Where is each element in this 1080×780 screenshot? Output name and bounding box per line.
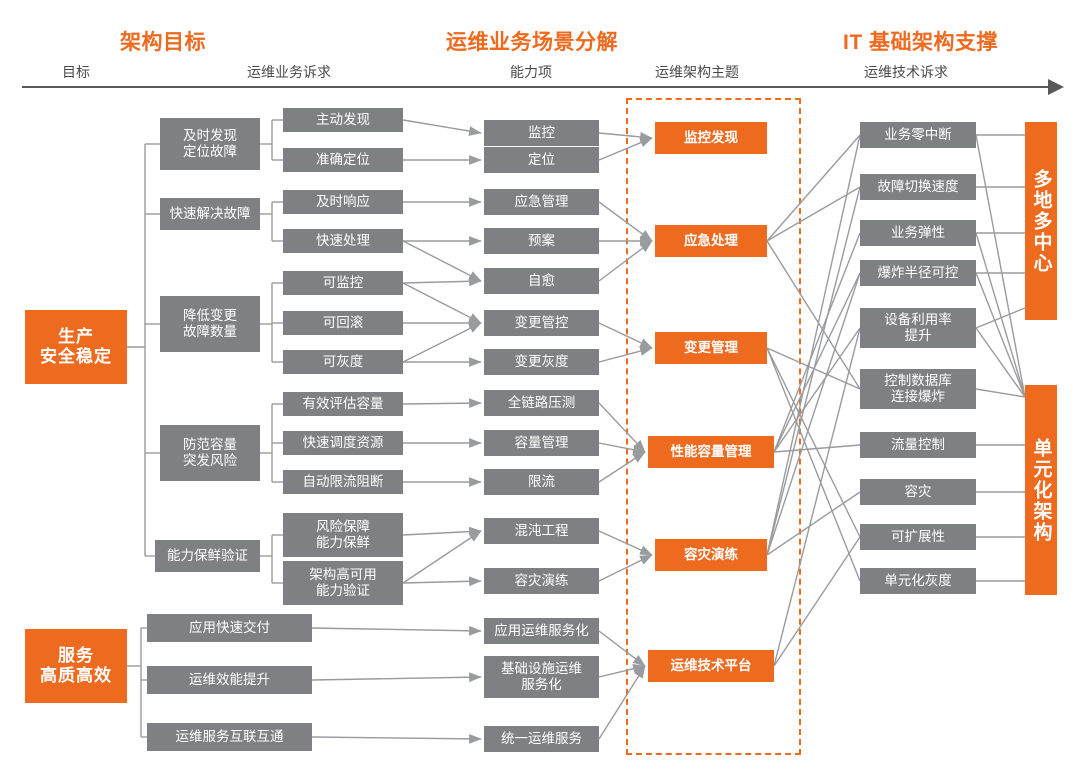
capability-box[interactable]: 变更灰度 xyxy=(484,349,599,375)
sub-demand-box[interactable]: 可回滚 xyxy=(283,311,403,335)
business-demand-box[interactable]: 能力保鲜验证 xyxy=(155,540,260,572)
timeline-arrow-icon xyxy=(1048,79,1064,95)
goal-box[interactable]: 服务 高质高效 xyxy=(25,629,127,703)
capability-box[interactable]: 定位 xyxy=(484,147,599,173)
tech-demand-box[interactable]: 流量控制 xyxy=(860,432,976,458)
tech-demand-box[interactable]: 爆炸半径可控 xyxy=(860,260,976,286)
group-title: IT 基础架构支撑 xyxy=(843,31,998,54)
tech-demand-box[interactable]: 业务弹性 xyxy=(860,220,976,246)
column-title: 运维业务诉求 xyxy=(247,64,331,80)
theme-box[interactable]: 运维技术平台 xyxy=(648,650,774,682)
theme-box[interactable]: 变更管理 xyxy=(655,332,767,364)
tech-demand-box[interactable]: 容灾 xyxy=(860,479,976,505)
sub-demand-box[interactable]: 架构高可用 能力验证 xyxy=(283,561,403,605)
sub-demand-box[interactable]: 快速调度资源 xyxy=(283,431,403,455)
timeline-axis xyxy=(22,86,1052,88)
capability-box[interactable]: 限流 xyxy=(484,469,599,495)
capability-box[interactable]: 预案 xyxy=(484,228,599,254)
capability-box[interactable]: 混沌工程 xyxy=(484,518,599,544)
tech-demand-box[interactable]: 设备利用率 提升 xyxy=(860,308,976,348)
group-title: 架构目标 xyxy=(120,31,206,54)
theme-box[interactable]: 性能容量管理 xyxy=(648,436,774,468)
business-demand-box[interactable]: 应用快速交付 xyxy=(147,614,312,642)
sub-demand-box[interactable]: 准确定位 xyxy=(283,148,403,172)
capability-box[interactable]: 应用运维服务化 xyxy=(484,618,599,644)
business-demand-box[interactable]: 降低变更 故障数量 xyxy=(160,296,260,352)
capability-box[interactable]: 统一运维服务 xyxy=(484,726,599,752)
capability-box[interactable]: 自愈 xyxy=(484,268,599,294)
column-title: 目标 xyxy=(62,64,90,80)
tech-demand-box[interactable]: 故障切换速度 xyxy=(860,174,976,200)
capability-box[interactable]: 全链路压测 xyxy=(484,390,599,416)
sub-demand-box[interactable]: 有效评估容量 xyxy=(283,392,403,416)
theme-box[interactable]: 监控发现 xyxy=(655,122,767,154)
tech-demand-box[interactable]: 业务零中断 xyxy=(860,122,976,148)
sub-demand-box[interactable]: 风险保障 能力保鲜 xyxy=(283,513,403,557)
business-demand-box[interactable]: 快速解决故障 xyxy=(160,198,260,230)
tech-demand-box[interactable]: 单元化灰度 xyxy=(860,568,976,594)
business-demand-box[interactable]: 运维服务互联互通 xyxy=(147,723,312,751)
sub-demand-box[interactable]: 快速处理 xyxy=(283,229,403,253)
business-demand-box[interactable]: 运维效能提升 xyxy=(147,666,312,694)
sub-demand-box[interactable]: 可灰度 xyxy=(283,350,403,374)
capability-box[interactable]: 变更管控 xyxy=(484,310,599,336)
sub-demand-box[interactable]: 主动发现 xyxy=(283,108,403,132)
capability-box[interactable]: 应急管理 xyxy=(484,189,599,215)
sub-demand-box[interactable]: 及时响应 xyxy=(283,190,403,214)
sub-demand-box[interactable]: 自动限流阻断 xyxy=(283,470,403,494)
capability-box[interactable]: 基础设施运维 服务化 xyxy=(484,656,599,698)
theme-box[interactable]: 容灾演练 xyxy=(655,539,767,571)
theme-box[interactable]: 应急处理 xyxy=(655,225,767,257)
architecture-pillar[interactable]: 多地多中心 xyxy=(1025,122,1057,320)
group-title: 运维业务场景分解 xyxy=(446,31,618,54)
tech-demand-box[interactable]: 可扩展性 xyxy=(860,524,976,550)
column-title: 能力项 xyxy=(510,64,552,80)
business-demand-box[interactable]: 防范容量 突发风险 xyxy=(160,425,260,481)
sub-demand-box[interactable]: 可监控 xyxy=(283,271,403,295)
goal-box[interactable]: 生产 安全稳定 xyxy=(25,310,127,384)
capability-box[interactable]: 容量管理 xyxy=(484,430,599,456)
column-title: 运维技术诉求 xyxy=(864,64,948,80)
business-demand-box[interactable]: 及时发现 定位故障 xyxy=(160,118,260,170)
capability-box[interactable]: 容灾演练 xyxy=(484,568,599,594)
column-title: 运维架构主题 xyxy=(655,64,739,80)
capability-box[interactable]: 监控 xyxy=(484,120,599,146)
tech-demand-box[interactable]: 控制数据库 连接爆炸 xyxy=(860,369,976,409)
architecture-pillar[interactable]: 单元化架构 xyxy=(1025,385,1057,595)
